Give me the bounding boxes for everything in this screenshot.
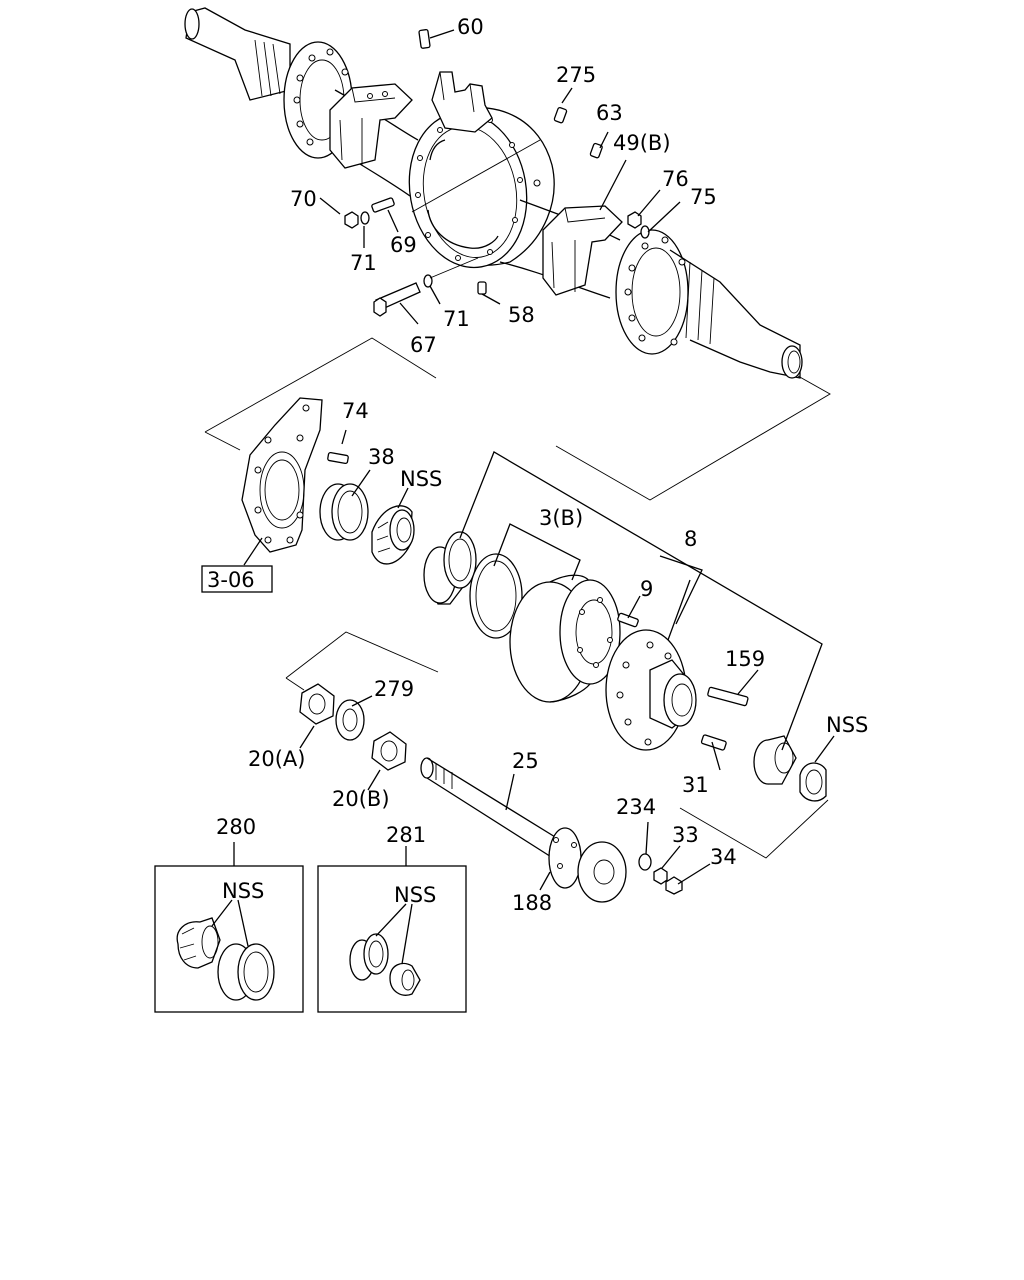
label-34: 34 [710,845,737,869]
label-159: 159 [725,647,765,671]
inner-bearing-cone [371,505,415,565]
label-70: 70 [290,187,317,211]
label-67: 67 [410,333,437,357]
outer-bearing [753,735,827,802]
axle-shaft [420,757,627,903]
label-71a: 71 [350,251,377,275]
label-9: 9 [640,577,653,601]
oil-seal [319,483,369,541]
abs-tone-ring [469,553,523,639]
label-188: 188 [512,891,552,915]
label-280: 280 [216,815,256,839]
leader-lines [204,29,835,891]
label-nss-4: NSS [394,883,436,907]
label-58: 58 [508,303,535,327]
label-20b: 20(B) [332,787,390,811]
wheel-hub [605,629,697,751]
label-25: 25 [512,749,539,773]
backing-plate [241,397,323,553]
brake-drum [509,574,621,703]
label-63: 63 [596,101,623,125]
label-74: 74 [342,399,369,423]
ref-box-3-06 [201,565,273,593]
label-76: 76 [662,167,689,191]
label-nss-2: NSS [826,713,868,737]
label-49b: 49(B) [613,131,671,155]
label-69: 69 [390,233,417,257]
kit-280-box [154,842,304,1013]
label-71b: 71 [443,307,470,331]
axle-housing [184,7,803,379]
label-8: 8 [684,527,697,551]
label-275: 275 [556,63,596,87]
label-75: 75 [690,185,717,209]
inner-bearing-cup [423,531,477,605]
label-3-06: 3-06 [207,568,255,592]
right-flange-holes [624,236,686,346]
label-nss-1: NSS [400,467,442,491]
label-nss-3: NSS [222,879,264,903]
label-33: 33 [672,823,699,847]
label-31: 31 [682,773,709,797]
label-279: 279 [374,677,414,701]
part-labels: 60 275 63 49(B) 76 75 70 71 69 71 58 67 … [207,15,868,915]
kit-281-box [317,846,467,1013]
housing-fasteners [344,29,650,317]
label-38: 38 [368,445,395,469]
label-234: 234 [616,795,656,819]
label-281: 281 [386,823,426,847]
label-3b: 3(B) [539,506,583,530]
label-20a: 20(A) [248,747,305,771]
label-60: 60 [457,15,484,39]
